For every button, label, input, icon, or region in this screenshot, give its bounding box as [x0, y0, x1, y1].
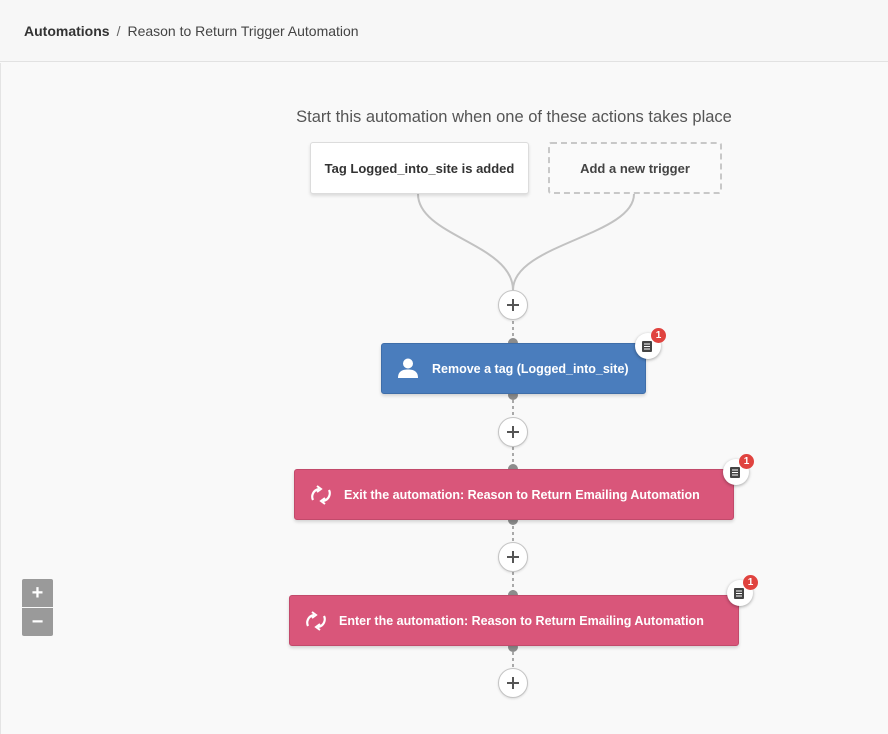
trigger-tag-added[interactable]: Tag Logged_into_site is added — [310, 142, 529, 194]
badge-count: 1 — [739, 454, 754, 469]
connector-dot — [508, 515, 518, 525]
badge-count: 1 — [651, 328, 666, 343]
breadcrumb: Automations / Reason to Return Trigger Aut… — [24, 23, 359, 39]
connector-dot — [508, 390, 518, 400]
breadcrumb-separator: / — [116, 23, 121, 39]
notes-badge[interactable]: 1 — [723, 454, 754, 485]
add-step-button[interactable] — [498, 417, 528, 447]
action-remove-tag[interactable]: Remove a tag (Logged_into_site) — [381, 343, 646, 394]
sync-icon — [309, 484, 333, 506]
notes-badge[interactable]: 1 — [727, 575, 758, 606]
add-step-button[interactable] — [498, 542, 528, 572]
add-trigger-button[interactable]: Add a new trigger — [548, 142, 722, 194]
sync-icon — [304, 610, 328, 632]
plus-icon — [507, 426, 519, 438]
action-label: Remove a tag (Logged_into_site) — [432, 361, 629, 376]
badge-count: 1 — [743, 575, 758, 590]
note-icon — [642, 341, 652, 352]
canvas-left-border — [0, 63, 1, 734]
notes-badge[interactable]: 1 — [635, 328, 666, 359]
plus-icon — [507, 299, 519, 311]
connector-dot — [508, 642, 518, 652]
zoom-out-button[interactable]: − — [22, 608, 53, 636]
user-icon — [397, 357, 419, 379]
breadcrumb-automations-link[interactable]: Automations — [24, 23, 110, 39]
zoom-in-button[interactable]: + — [22, 579, 53, 607]
breadcrumb-current: Reason to Return Trigger Automation — [127, 23, 359, 39]
action-enter-automation[interactable]: Enter the automation: Reason to Return E… — [289, 595, 739, 646]
note-icon — [730, 467, 740, 478]
action-exit-automation[interactable]: Exit the automation: Reason to Return Em… — [294, 469, 734, 520]
plus-icon — [507, 551, 519, 563]
plus-icon — [507, 677, 519, 689]
note-icon — [734, 588, 744, 599]
start-instruction-text: Start this automation when one of these … — [296, 108, 732, 126]
action-label: Enter the automation: Reason to Return E… — [339, 613, 704, 628]
header-bar: Automations / Reason to Return Trigger Aut… — [0, 0, 888, 62]
action-label: Exit the automation: Reason to Return Em… — [344, 487, 700, 502]
add-step-button[interactable] — [498, 668, 528, 698]
add-step-button[interactable] — [498, 290, 528, 320]
